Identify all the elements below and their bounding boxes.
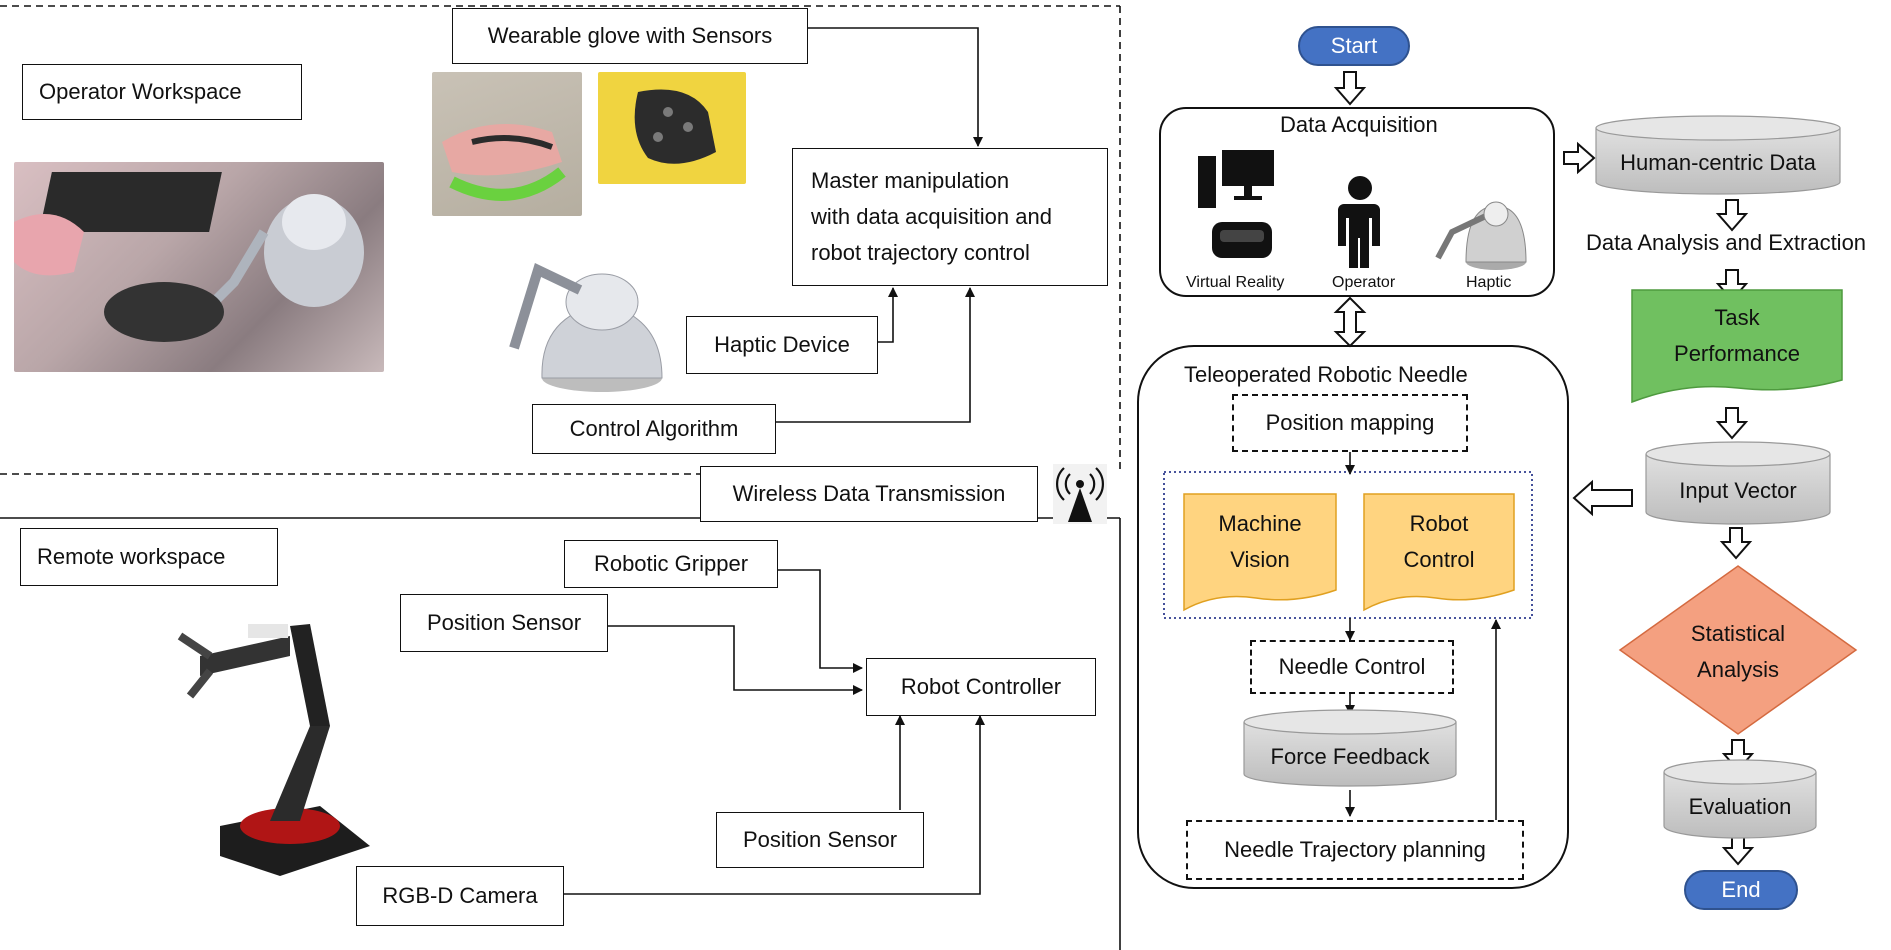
statistical-analysis-line-2: Analysis: [1697, 657, 1779, 682]
robot-control-shape: [1363, 493, 1515, 612]
robot-control-line-2: Control: [1403, 547, 1475, 572]
control-algorithm-box: Control Algorithm: [532, 404, 776, 454]
input-vector-cylinder: [1645, 441, 1831, 525]
wearable-glove-box: Wearable glove with Sensors: [452, 8, 808, 64]
master-manipulation-box: Master manipulation with data acquisitio…: [792, 148, 1108, 286]
master-line-3: robot trajectory control: [811, 240, 1030, 265]
evaluation-cylinder: [1663, 759, 1817, 839]
computer-vr-icon: [1198, 150, 1274, 258]
remote-workspace-label: Remote workspace: [20, 528, 278, 586]
machine-vision-shape: [1183, 493, 1337, 612]
operator-workspace-label: Operator Workspace: [22, 64, 302, 120]
workspace-separators: [0, 5, 1121, 950]
evaluation-label: Evaluation: [1688, 794, 1792, 819]
position-sensor-box-2: Position Sensor: [716, 812, 924, 868]
start-terminal: Start: [1298, 26, 1410, 66]
statistical-analysis-line-1: Statistical: [1690, 621, 1786, 646]
haptic-device-photo: [504, 256, 668, 396]
robotic-gripper-box: Robotic Gripper: [564, 540, 778, 588]
teleop-title: Teleoperated Robotic Needle: [1184, 362, 1468, 387]
glove-photo-1: [432, 72, 582, 216]
data-acquisition-title: Data Acquisition: [1280, 112, 1438, 137]
robot-controller-box: Robot Controller: [866, 658, 1096, 716]
machine-vision-label: Machine Vision: [1184, 506, 1336, 578]
robot-control-line-1: Robot: [1409, 511, 1469, 536]
haptic-icon: [1435, 201, 1527, 270]
force-feedback-label: Force Feedback: [1270, 744, 1430, 769]
operator-label: Operator: [1332, 274, 1396, 291]
robot-arm-photo: [160, 616, 390, 886]
position-sensor-box-1: Position Sensor: [400, 594, 608, 652]
task-performance-shape: [1631, 289, 1843, 404]
data-analysis-label: Data Analysis and Extraction: [1586, 230, 1867, 255]
glove-photo-2: [598, 72, 746, 184]
human-centric-label: Human-centric Data: [1620, 150, 1816, 175]
machine-vision-line-1: Machine: [1218, 511, 1302, 536]
master-line-1: Master manipulation: [811, 168, 1010, 193]
haptic-label: Haptic: [1466, 274, 1512, 291]
haptic-device-box: Haptic Device: [686, 316, 878, 374]
statistical-analysis-diamond: [1618, 565, 1858, 735]
antenna-icon: [1053, 464, 1107, 524]
task-performance-line-2: Performance: [1674, 341, 1800, 366]
master-line-2: with data acquisition and: [811, 204, 1052, 229]
vision-control-group: [1163, 471, 1533, 619]
task-performance-label: Task Performance: [1632, 300, 1842, 372]
hollow-arrows: [1333, 71, 1755, 866]
needle-control-box: Needle Control: [1250, 640, 1454, 694]
position-mapping-box: Position mapping: [1232, 394, 1468, 452]
virtual-reality-label: Virtual Reality: [1186, 274, 1285, 291]
robot-control-label: Robot Control: [1364, 506, 1514, 578]
left-connectors: [563, 27, 985, 895]
task-performance-line-1: Task: [1714, 305, 1760, 330]
needle-trajectory-box: Needle Trajectory planning: [1186, 820, 1524, 880]
input-vector-label: Input Vector: [1679, 478, 1797, 503]
operator-photo: [14, 162, 384, 372]
force-feedback-cylinder: [1243, 709, 1457, 787]
machine-vision-line-2: Vision: [1230, 547, 1290, 572]
end-terminal: End: [1684, 870, 1798, 910]
operator-icon: [1338, 176, 1380, 268]
wireless-transmission-box: Wireless Data Transmission: [700, 466, 1038, 522]
statistical-analysis-label: Statistical Analysis: [1640, 616, 1836, 688]
human-centric-cylinder: [1595, 115, 1841, 195]
rgbd-camera-box: RGB-D Camera: [356, 866, 564, 926]
